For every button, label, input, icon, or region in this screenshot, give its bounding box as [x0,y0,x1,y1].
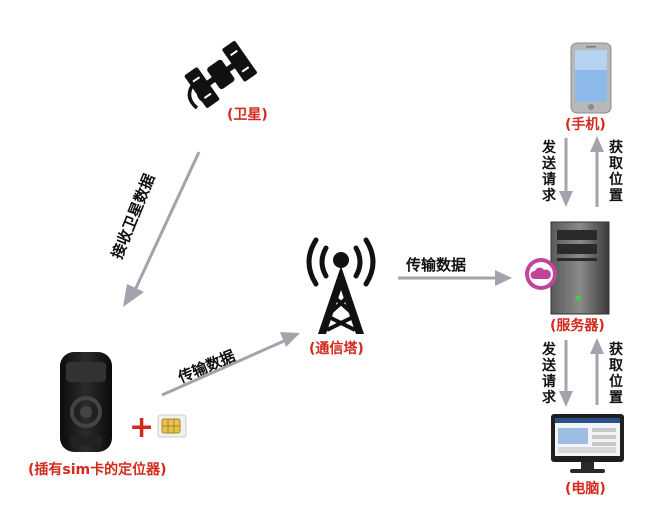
arrow-phone-get [590,136,604,207]
gps-tracker-icon [60,352,112,452]
svg-text:取: 取 [609,156,624,172]
edge-label-tracker-to-tower: 传输数据 [175,347,238,387]
smartphone-icon [570,42,612,114]
svg-text:求: 求 [542,187,557,204]
cloud-icon [525,258,557,290]
edge-label-tower-to-server: 传输数据 [405,256,466,274]
svg-text:取: 取 [609,358,624,374]
svg-text:置: 置 [609,389,623,406]
edge-label-computer-send: 发 送 请 求 [541,341,557,406]
tracker-label: (插有sim卡的定位器) [28,461,167,478]
edge-label-receive-satellite-data: 接收卫星数据 [108,171,158,261]
cell-tower-icon [306,237,376,334]
plus-sign: + [129,410,154,445]
server-label: (服务器) [550,317,605,334]
computer-label: (电脑) [565,480,606,497]
sim-card-icon [157,414,187,438]
edge-label-phone-send: 发 送 请 求 [541,139,557,204]
monitor-icon [551,414,624,473]
tower-label: (通信塔) [309,340,364,357]
svg-text:请: 请 [542,171,556,188]
svg-text:获: 获 [609,341,623,358]
arrow-satellite-to-tracker [123,151,201,307]
satellite-icon [184,41,257,110]
svg-text:请: 请 [542,373,556,390]
svg-text:求: 求 [542,389,557,406]
edge-label-computer-get: 获 取 位 置 [609,341,624,406]
svg-text:获: 获 [609,139,623,156]
svg-text:位: 位 [609,373,623,390]
svg-text:送: 送 [541,155,557,172]
arrow-phone-send [559,138,573,207]
satellite-label: (卫星) [227,107,268,123]
edge-label-phone-get: 获 取 位 置 [609,139,624,204]
arrow-tracker-to-tower [161,332,300,397]
arrow-tower-to-server [398,270,512,286]
arrow-computer-send [559,340,573,407]
svg-text:置: 置 [609,187,623,204]
server-tower-icon [550,221,610,315]
phone-label: (手机) [565,116,606,133]
svg-text:送: 送 [541,357,557,374]
svg-text:位: 位 [609,171,623,188]
svg-text:发: 发 [541,341,557,358]
svg-text:发: 发 [541,139,557,156]
arrow-computer-get [590,338,604,405]
